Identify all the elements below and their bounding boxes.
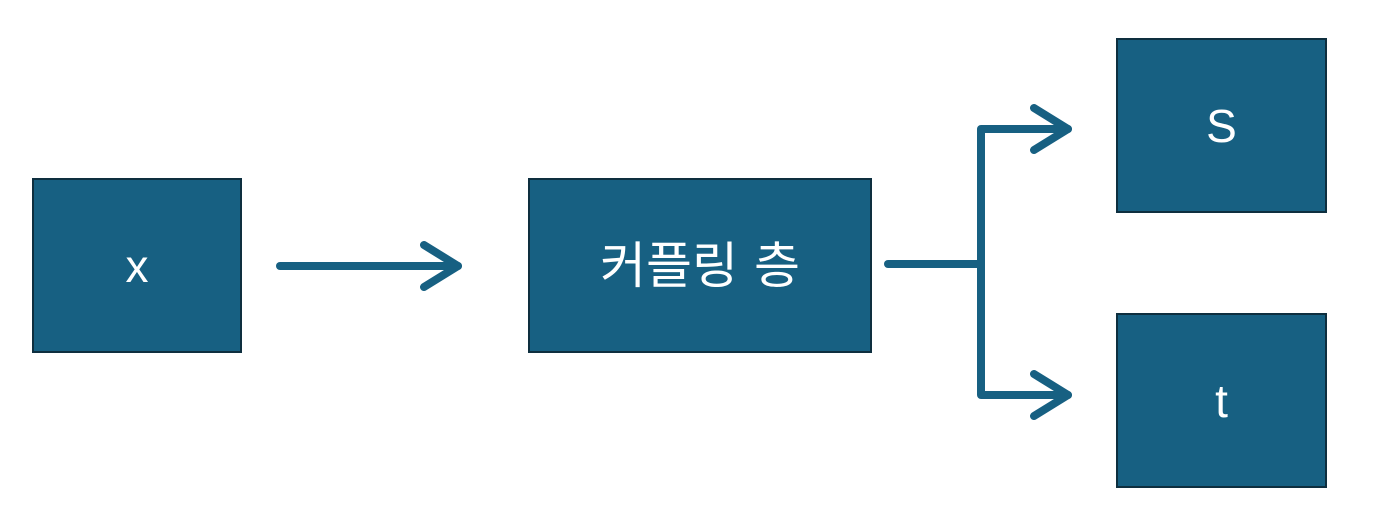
- output-s-node: S: [1116, 38, 1327, 213]
- arrow-x-to-coupling-head: [420, 241, 462, 291]
- arrow-to-s-head: [1030, 104, 1072, 154]
- input-x-node: x: [32, 178, 242, 353]
- output-s-label: S: [1206, 99, 1237, 152]
- output-t-label: t: [1215, 374, 1228, 427]
- arrow-to-t-head: [1030, 370, 1072, 420]
- output-t-node: t: [1116, 313, 1327, 488]
- coupling-layer-node: 커플링 층: [528, 178, 872, 353]
- input-x-label: x: [125, 239, 149, 292]
- coupling-layer-label: 커플링 층: [600, 236, 800, 295]
- connector-split-trunk: [977, 125, 1072, 399]
